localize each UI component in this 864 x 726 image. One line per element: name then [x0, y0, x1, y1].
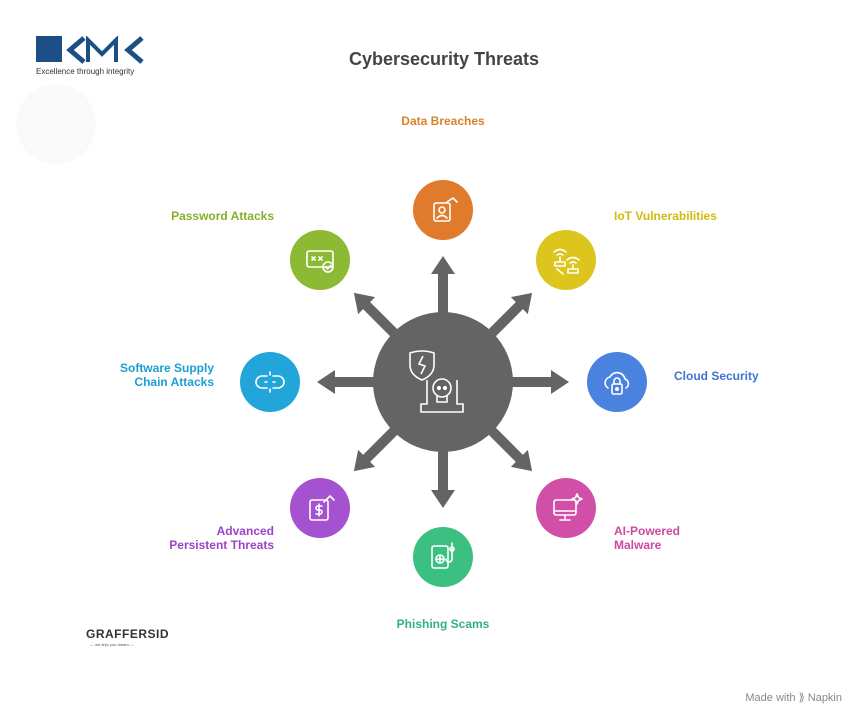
node-software-supply-chain-attacks: [240, 352, 300, 412]
node-password-attacks: [290, 230, 350, 290]
book-hook-icon: [431, 542, 455, 569]
arrow: [353, 292, 405, 344]
arrow: [431, 256, 455, 322]
label-cloud-security: Cloud Security: [674, 369, 759, 383]
arrow: [481, 420, 533, 472]
label-advanced-persistent-threats: Advanced Persistent Threats: [169, 524, 274, 552]
node-cloud-security: [587, 352, 647, 412]
label-phishing-scams: Phishing Scams: [396, 617, 490, 631]
node-phishing-scams: [413, 527, 473, 587]
label-iot-vulnerabilities: IoT Vulnerabilities: [614, 209, 717, 223]
node-ai-powered-malware: [536, 478, 596, 538]
monitor-sparkle-icon: [553, 493, 583, 521]
kmk-logo: [36, 36, 144, 64]
made-with-napkin: Made with ⟫ Napkin: [745, 692, 842, 704]
arrow: [503, 370, 569, 394]
id-card-hand-icon: [433, 197, 458, 222]
wifi-router-icon: [553, 248, 580, 275]
label-data-breaches: Data Breaches: [401, 114, 485, 128]
arrow: [317, 370, 383, 394]
arrow: [353, 420, 405, 472]
cloud-lock-icon: [604, 371, 630, 395]
arrow: [431, 442, 455, 508]
node-advanced-persistent-threats: [290, 478, 350, 538]
arrow: [481, 292, 533, 344]
kmk-tagline: Excellence through integrity: [36, 67, 135, 76]
broken-shield-skull-laptop-icon: [409, 350, 464, 413]
label-password-attacks: Password Attacks: [171, 209, 274, 223]
node-data-breaches: [413, 180, 473, 240]
graffers-tagline: — we ship you dream —: [90, 642, 134, 647]
dollar-hand-icon: [309, 495, 335, 521]
broken-link-icon: [255, 371, 285, 393]
label-ai-powered-malware: AI-Powered Malware: [614, 524, 681, 552]
node-iot-vulnerabilities: [536, 230, 596, 290]
faint-circle: [16, 84, 96, 164]
graffers-logo: GRAFFERSID: [86, 627, 169, 641]
label-software-supply-chain-attacks: Software Supply Chain Attacks: [119, 361, 214, 389]
center-hub: [373, 312, 513, 452]
diagram-title: Cybersecurity Threats: [348, 49, 540, 69]
password-check-icon: [306, 250, 334, 273]
